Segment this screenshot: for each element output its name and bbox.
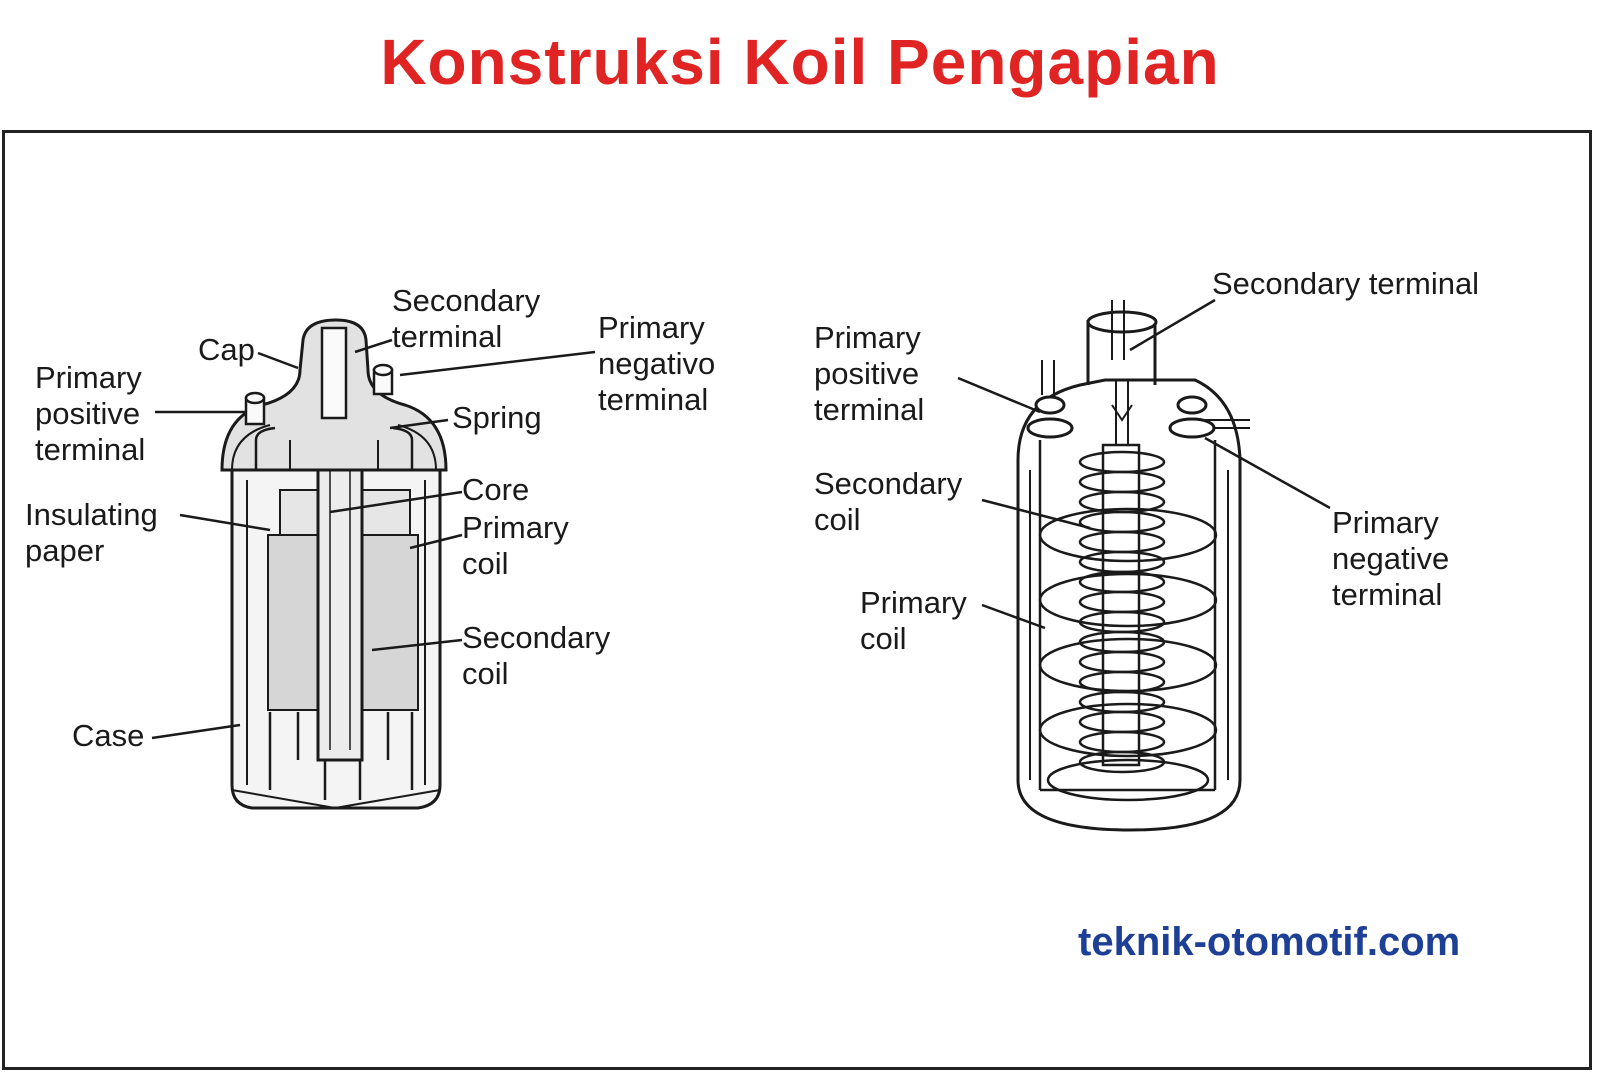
label-insulating-paper: Insulating paper [25, 497, 158, 568]
label-secondary-terminal-right: Secondary terminal [1212, 266, 1480, 301]
label-case: Case [72, 718, 145, 753]
right-leader-lines [957, 298, 1331, 630]
label-primary-negative-terminal-right: Primary negative terminal [1332, 505, 1450, 612]
label-spring: Spring [452, 400, 542, 435]
label-primary-negative-terminal-left: Primary negativo terminal [598, 310, 716, 417]
label-secondary-terminal-left: Secondary terminal [392, 283, 541, 354]
site-watermark: teknik-otomotif.com [1078, 920, 1461, 964]
left-leader-lines [151, 338, 596, 740]
diagram-frame [2, 130, 1592, 1070]
schematic-coil-illustration [1016, 300, 1250, 832]
label-primary-positive-terminal-left: Primary positive terminal [35, 360, 146, 467]
label-primary-coil-left: Primary coil [462, 510, 569, 581]
label-cap: Cap [198, 332, 255, 367]
label-primary-coil-right: Primary coil [860, 585, 967, 656]
label-primary-positive-terminal-right: Primary positive terminal [814, 320, 925, 427]
cutaway-coil-illustration [220, 318, 448, 810]
label-secondary-coil-right: Secondary coil [814, 466, 963, 537]
page-title: Konstruksi Koil Pengapian [380, 26, 1220, 98]
label-secondary-coil-left: Secondary coil [462, 620, 611, 691]
label-core: Core [462, 472, 530, 507]
